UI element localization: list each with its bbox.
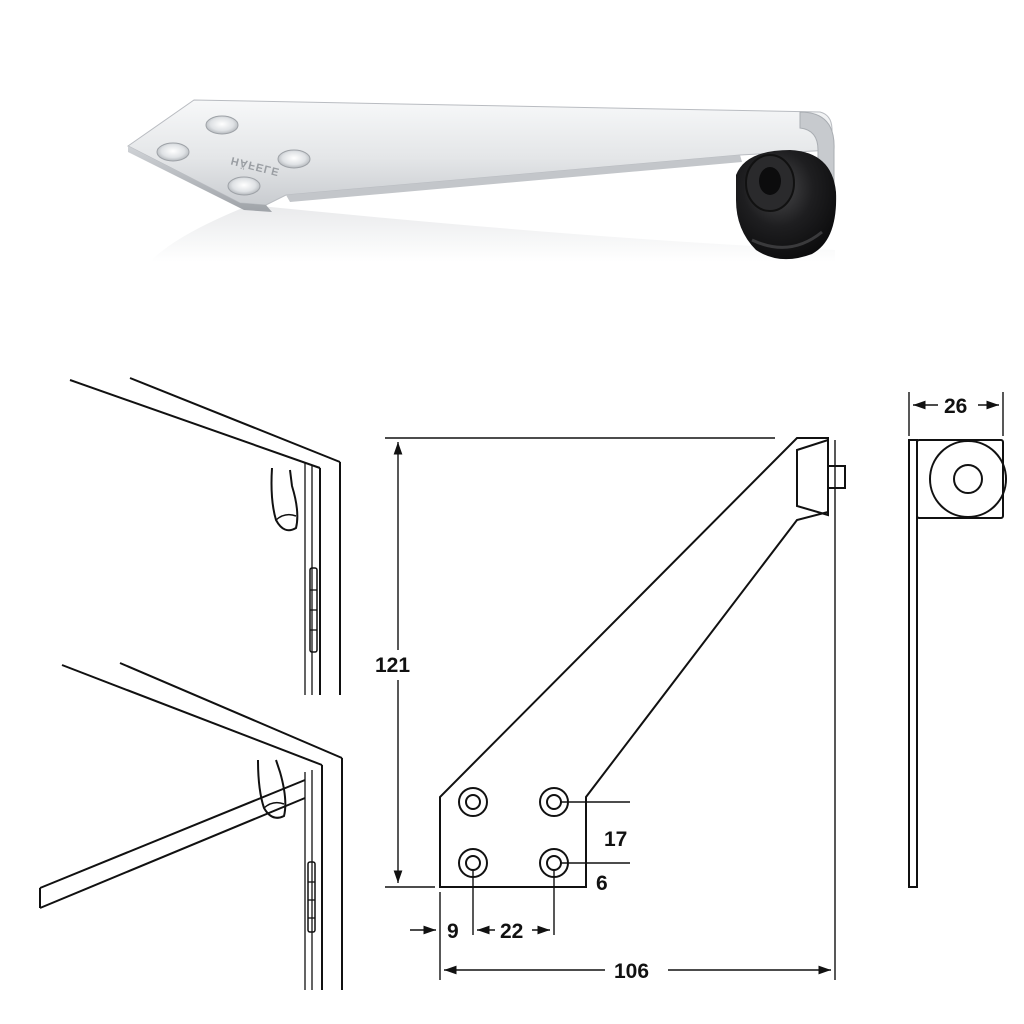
dim-width-label: 26 — [944, 395, 967, 418]
dim-edge-offset-label: 9 — [447, 920, 459, 943]
bracket-outline — [439, 437, 829, 888]
side-bumper — [916, 439, 1004, 519]
floor-shadow — [150, 205, 835, 262]
product-photo: HÄFELE — [127, 99, 837, 262]
rubber-bumper — [736, 150, 837, 260]
front-view-drawing — [385, 437, 846, 980]
side-view-drawing — [908, 392, 1007, 888]
plate-edge — [128, 146, 272, 212]
dim-height-label: 121 — [375, 654, 410, 677]
mounting-holes — [458, 787, 569, 878]
dim-hole-spacing-vertical-label: 17 — [604, 828, 627, 851]
dim-length-label: 106 — [614, 960, 649, 983]
side-plate — [908, 439, 918, 888]
screw-hole-icon — [205, 115, 239, 135]
bumper-profile — [796, 438, 829, 517]
cabinet-illustration-top — [69, 377, 341, 695]
dim-hole-diameter-label: 6 — [596, 872, 608, 895]
screw-hole-icon — [227, 176, 261, 196]
dim-hole-spacing-horizontal-label: 22 — [500, 920, 523, 943]
arm-underside-edge — [286, 155, 742, 202]
screw-hole-icon — [156, 142, 190, 162]
screw-hole-icon — [277, 149, 311, 169]
cabinet-illustration-bottom — [39, 662, 343, 990]
